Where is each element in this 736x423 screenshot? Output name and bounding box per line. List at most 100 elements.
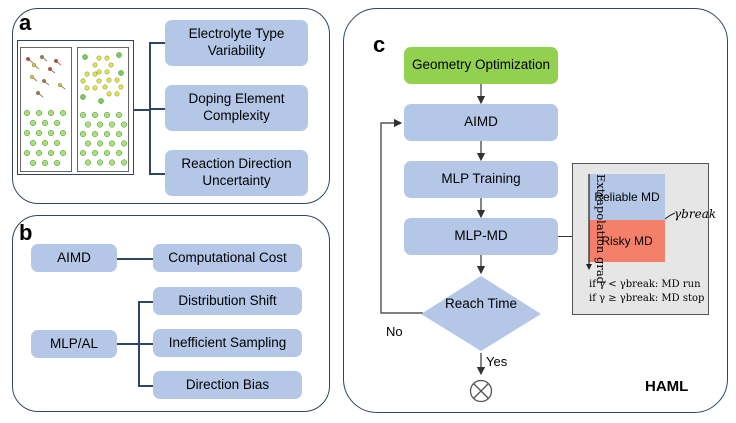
inset-threshold-text: γbreak [674,207,717,221]
no-label: No [386,324,403,339]
inset-axis-label-text: Extrapolation grad [594,174,608,285]
inset-risky-text: Risky MD [601,234,653,248]
panel-b-connector-main [117,343,139,345]
decision-text-label: Reach Time [444,296,518,311]
atom [23,129,30,136]
box-computational-cost-text: Computational Cost [168,249,287,265]
atom [121,121,128,128]
atom [23,110,30,117]
box-geometry-optimization: Geometry Optimization [404,47,558,84]
atom [60,110,67,117]
box-mlp-training: MLP Training [404,161,558,198]
box-aimd-b: AIMD [31,244,117,272]
box-electrolyte-variability: Electrolyte Type Variability [165,20,308,66]
atom [106,77,112,83]
structure-images-frame [17,40,134,175]
atom [109,159,116,166]
atom [36,149,43,156]
atom [48,149,55,156]
atom [54,139,61,146]
atom [58,83,63,88]
box-aimd-c: AIMD [404,104,558,141]
panel-a-label: a [19,10,32,35]
atom [80,78,86,84]
inset-rule-run: if γ < γbreak: MD run [589,279,701,290]
inset-rule-run-text: if γ < γbreak: MD run [589,279,701,290]
atom [84,159,91,166]
atom [106,91,112,97]
atom [104,69,110,75]
panel-b-tick-1 [138,301,153,303]
box-mlpal: MLP/AL [31,330,117,358]
atom [36,91,41,96]
atom [29,119,36,126]
atom [102,84,108,90]
atom [92,85,98,91]
box-mlp-training-text: MLP Training [441,171,521,187]
haml-label: HAML [645,378,689,395]
atom [23,149,30,156]
panel-a-tick-2 [149,108,165,110]
panel-b-tick-2 [138,343,153,345]
aimd-cost-connector [117,258,153,260]
atom [118,84,124,90]
atom [84,140,91,147]
panel-a-connector-main [134,109,150,111]
atom [104,149,111,156]
atom [96,69,102,75]
atom [80,130,86,137]
atom [114,91,120,97]
atom [84,85,90,91]
inset-rule-stop: if γ ≥ γbreak: MD stop [589,293,704,304]
atom [80,111,86,118]
box-direction-bias: Direction Bias [153,371,302,399]
box-mlp-md: MLP-MD [404,218,558,255]
atom [60,129,67,136]
inset-reliable-text: Reliable MD [594,190,660,204]
box-reaction-uncertainty-text: Reaction Direction Uncertainty [181,156,292,188]
atom [109,121,116,128]
atom [29,75,34,80]
inset-rule-stop-text: if γ ≥ γbreak: MD stop [589,293,705,304]
atom [96,55,102,61]
yes-label: Yes [486,354,508,369]
inset-reliable-region: Reliable MD [589,174,665,220]
atom [104,111,111,118]
atom [121,140,128,147]
atom [91,111,98,118]
panel-b-tick-3 [138,385,153,387]
atom [84,121,91,128]
box-aimd-b-text: AIMD [57,249,91,265]
atom [25,56,30,61]
atom [92,71,98,77]
atom [91,149,98,156]
atom [114,77,120,83]
atom [42,119,49,126]
atom [118,70,124,76]
box-direction-bias-text: Direction Bias [185,376,270,392]
box-mlpal-text: MLP/AL [49,335,99,351]
panel-a-tick-1 [149,42,165,44]
atom [36,129,43,136]
decision-text: Reach Time [441,296,521,313]
atom [108,62,114,68]
atom [80,149,86,156]
box-aimd-c-text: AIMD [464,114,498,130]
atom [109,140,116,147]
atom [48,67,53,72]
atom [48,110,55,117]
box-geometry-optimization-text: Geometry Optimization [411,57,551,73]
atom [54,58,59,63]
atom [97,121,104,128]
atom [97,140,104,147]
atom [29,139,36,146]
atom [104,130,111,137]
flowchart-arrows [380,84,541,403]
atom [116,111,123,118]
inset-risky-region: Risky MD [589,220,665,262]
atom [42,139,49,146]
box-inefficient-sampling: Inefficient Sampling [153,329,302,357]
atom [91,130,98,137]
atom [96,78,102,84]
atom [116,130,123,137]
